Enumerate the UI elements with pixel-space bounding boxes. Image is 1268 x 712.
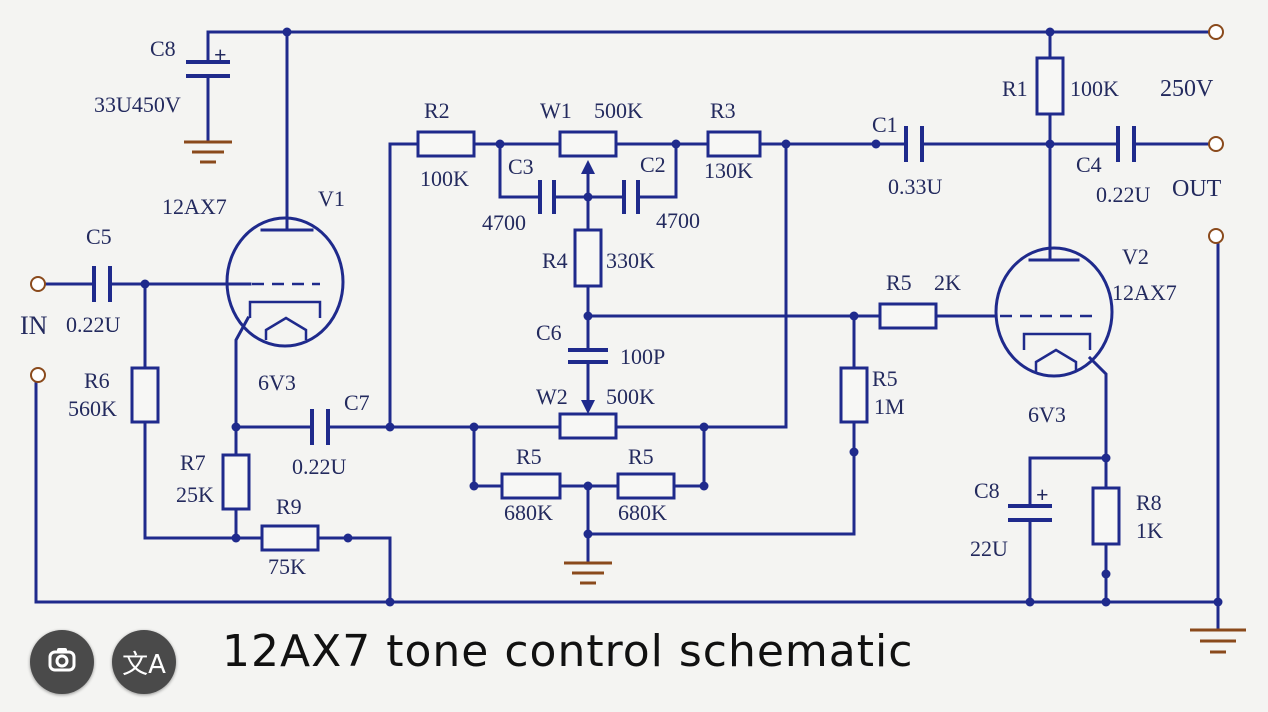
v1-type-label: 12AX7	[162, 194, 227, 219]
c8-bottom-label: C8	[974, 478, 1000, 503]
r6-value: 560K	[68, 396, 117, 421]
junction-dots	[140, 27, 1223, 607]
camera-lens-icon	[46, 644, 78, 680]
r5-1m-value: 1M	[874, 394, 905, 419]
r7-label: R7	[180, 450, 206, 475]
component-labels: C8 + 33U450V 12AX7 V1 C5 IN 0.22U R6 560…	[20, 36, 1222, 579]
v1-heater-label: 6V3	[258, 370, 296, 395]
capacitors	[92, 60, 1136, 522]
r2-value: 100K	[420, 166, 469, 191]
resistor-r1	[1035, 56, 1065, 116]
w1-value: 500K	[594, 98, 643, 123]
c1-value: 0.33U	[888, 174, 943, 199]
schematic-caption: 12AX7 tone control schematic	[222, 626, 914, 677]
r5-680k-left-label: R5	[516, 444, 542, 469]
c2-value: 4700	[656, 208, 700, 233]
r4-label: R4	[542, 248, 568, 273]
resistor-r4	[573, 228, 603, 288]
terminals	[30, 24, 1224, 383]
c8-bottom-plus: +	[1036, 482, 1049, 507]
c3-label: C3	[508, 154, 534, 179]
terminal-in	[30, 276, 46, 292]
c8-top-value: 33U450V	[94, 92, 181, 117]
wiper-arrows	[581, 160, 595, 414]
r1-value: 100K	[1070, 76, 1119, 101]
r5-2k-value: 2K	[934, 270, 961, 295]
terminal-out-ground	[1208, 228, 1224, 244]
terminal-in-ground	[30, 367, 46, 383]
resistor-r3	[706, 130, 762, 158]
r9-value: 75K	[268, 554, 306, 579]
r5-1m-label: R5	[872, 366, 898, 391]
c2-label: C2	[640, 152, 666, 177]
resistor-r5-680k-left	[500, 472, 562, 500]
c6-value: 100P	[620, 344, 665, 369]
resistor-r7	[221, 453, 251, 511]
potentiometer-w1	[558, 130, 618, 158]
v2-type-label: 12AX7	[1112, 280, 1177, 305]
terminal-bplus	[1208, 24, 1224, 40]
v2-heater-label: 6V3	[1028, 402, 1066, 427]
ground-symbols	[184, 140, 1246, 654]
c4-value: 0.22U	[1096, 182, 1151, 207]
v2-label: V2	[1122, 244, 1149, 269]
potentiometer-w2	[558, 412, 618, 440]
resistor-r5-1m	[839, 366, 869, 424]
c8-top-label: C8	[150, 36, 176, 61]
w2-label: W2	[536, 384, 568, 409]
c4-label: C4	[1076, 152, 1102, 177]
r3-label: R3	[710, 98, 736, 123]
w2-value: 500K	[606, 384, 655, 409]
c7-value: 0.22U	[292, 454, 347, 479]
r8-label: R8	[1136, 490, 1162, 515]
in-label: IN	[20, 311, 48, 340]
resistor-r5-680k-right	[616, 472, 676, 500]
v1-label: V1	[318, 186, 345, 211]
r5-680k-right-value: 680K	[618, 500, 667, 525]
terminal-out	[1208, 136, 1224, 152]
w1-label: W1	[540, 98, 572, 123]
c5-label: C5	[86, 224, 112, 249]
r8-value: 1K	[1136, 518, 1163, 543]
c3-value: 4700	[482, 210, 526, 235]
c8-top-plus: +	[214, 42, 227, 67]
out-label: OUT	[1172, 176, 1222, 202]
r2-label: R2	[424, 98, 450, 123]
r6-label: R6	[84, 368, 110, 393]
r7-value: 25K	[176, 482, 214, 507]
r5-680k-left-value: 680K	[504, 500, 553, 525]
r3-value: 130K	[704, 158, 753, 183]
r5-2k-label: R5	[886, 270, 912, 295]
resistor-r5-2k	[878, 302, 938, 330]
translate-button[interactable]: 文A	[112, 630, 176, 694]
resistor-r9	[260, 524, 320, 552]
translate-icon: 文A	[122, 649, 166, 680]
c8-bottom-value: 22U	[970, 536, 1008, 561]
c1-label: C1	[872, 112, 898, 137]
resistor-r6	[130, 366, 160, 424]
c7-label: C7	[344, 390, 370, 415]
resistor-r8	[1091, 486, 1121, 546]
r1-label: R1	[1002, 76, 1028, 101]
r9-label: R9	[276, 494, 302, 519]
resistors	[130, 56, 1121, 552]
tube-v1	[225, 216, 345, 348]
r4-value: 330K	[606, 248, 655, 273]
tube-v2	[994, 246, 1114, 378]
resistor-r2	[416, 130, 476, 158]
r5-680k-right-label: R5	[628, 444, 654, 469]
google-lens-button[interactable]	[30, 630, 94, 694]
wires	[34, 30, 1220, 632]
c5-value: 0.22U	[66, 312, 121, 337]
c6-label: C6	[536, 320, 562, 345]
b-plus-voltage: 250V	[1160, 76, 1214, 102]
